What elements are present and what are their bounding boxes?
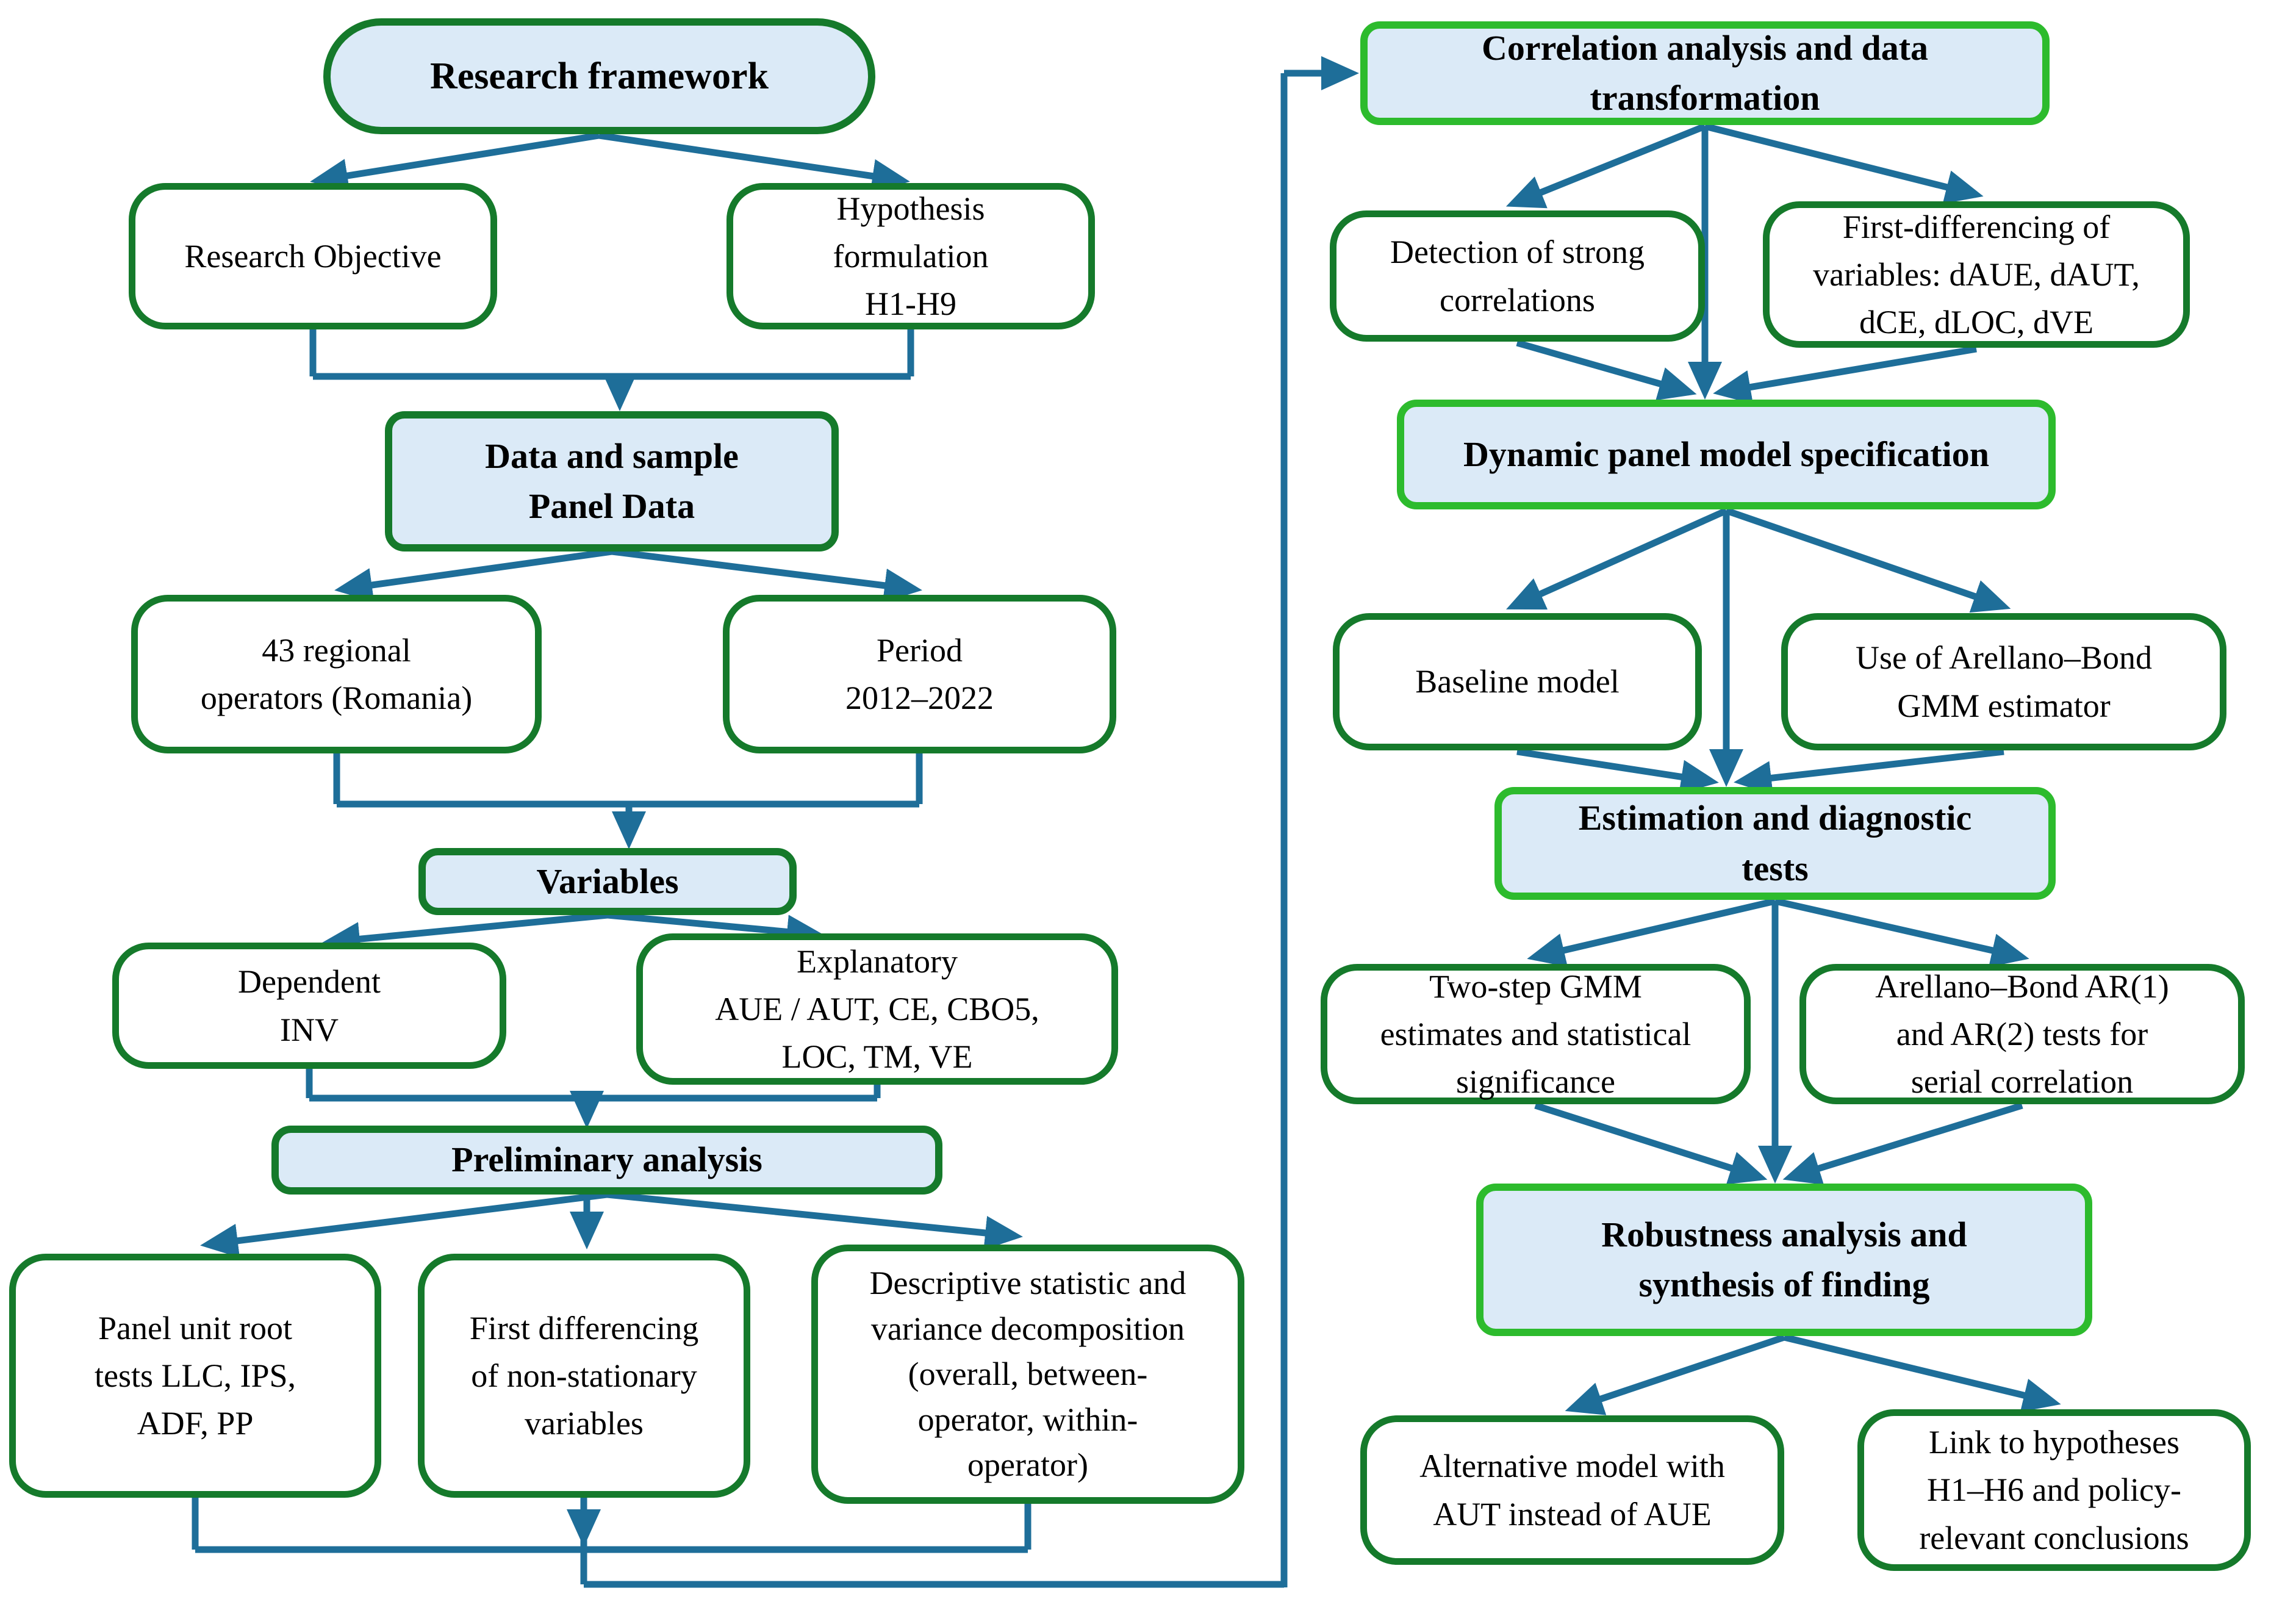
node-panel-unit-root: Panel unit root tests LLC, IPS, ADF, PP — [9, 1254, 381, 1498]
connector-line — [1534, 1102, 1768, 1185]
connector-line — [322, 911, 608, 957]
node-baseline-model-label: Baseline model — [1415, 663, 1620, 700]
node-regional-operators: 43 regional operators (Romania) — [131, 595, 542, 753]
node-preliminary-analysis-label: Preliminary analysis — [451, 1140, 762, 1180]
node-estimation-diagnostic-tests-label: Estimation and diagnostic tests — [1578, 798, 1972, 888]
connector-line — [334, 548, 612, 602]
node-first-differencing-variables-label: First-differencing of variables: dAUE, d… — [1813, 208, 2140, 341]
node-dynamic-panel-specification-label: Dynamic panel model specification — [1463, 434, 1989, 474]
node-first-differencing-variables: First-differencing of variables: dAUE, d… — [1763, 201, 2190, 348]
connector-line — [1516, 339, 1697, 401]
node-variables-label: Variables — [536, 861, 679, 901]
node-explanatory-label: Explanatory AUE / AUT, CE, CBO5, LOC, TM… — [715, 943, 1039, 1076]
node-ar-tests: Arellano–Bond AR(1) and AR(2) tests for … — [1799, 964, 2245, 1104]
node-estimation-diagnostic-tests: Estimation and diagnostic tests — [1494, 787, 2056, 900]
node-research-objective-label: Research Objective — [184, 237, 442, 275]
connector-line — [1783, 1334, 2061, 1412]
connector-line — [611, 548, 922, 603]
connector-line — [607, 911, 825, 949]
node-detection-correlations: Detection of strong correlations — [1330, 210, 1705, 342]
connector-line — [1565, 1334, 1785, 1415]
node-preliminary-analysis: Preliminary analysis — [271, 1126, 942, 1195]
connector-line — [1516, 748, 1719, 794]
connector-line — [606, 1191, 1023, 1250]
connector-line — [310, 132, 600, 193]
node-robustness-analysis: Robustness analysis and synthesis of fin… — [1476, 1184, 2092, 1336]
node-hypothesis-formulation: Hypothesis formulation H1-H9 — [726, 183, 1095, 329]
node-arellano-bond-gmm-label: Use of Arellano–Bond GMM estimator — [1856, 639, 2152, 724]
node-detection-correlations-label: Detection of strong correlations — [1390, 234, 1645, 318]
node-dependent-label: Dependent INV — [238, 963, 381, 1048]
node-research-objective: Research Objective — [129, 183, 497, 329]
node-correlation-analysis: Correlation analysis and data transforma… — [1360, 21, 2050, 125]
node-link-hypotheses: Link to hypotheses H1–H6 and policy- rel… — [1857, 1409, 2251, 1571]
node-descriptive-statistic-label: Descriptive statistic and variance decom… — [869, 1265, 1186, 1484]
node-dependent: Dependent INV — [112, 943, 506, 1069]
node-two-step-gmm-label: Two-step GMM estimates and statistical s… — [1380, 968, 1692, 1101]
connector-line — [200, 1191, 608, 1258]
connector-line — [598, 132, 910, 193]
connector-line — [1713, 345, 1977, 404]
connector-line — [1734, 748, 2004, 796]
node-variables: Variables — [418, 848, 797, 915]
node-hypothesis-formulation-label: Hypothesis formulation H1-H9 — [833, 190, 989, 323]
node-panel-unit-root-label: Panel unit root tests LLC, IPS, ADF, PP — [94, 1309, 296, 1442]
node-arellano-bond-gmm: Use of Arellano–Bond GMM estimator — [1781, 613, 2226, 750]
node-first-differencing-label: First differencing of non-stationary var… — [469, 1309, 699, 1442]
node-regional-operators-label: 43 regional operators (Romania) — [200, 631, 473, 716]
node-link-hypotheses-label: Link to hypotheses H1–H6 and policy- rel… — [1919, 1424, 2189, 1556]
node-research-framework: Research framework — [323, 18, 875, 134]
node-research-framework-label: Research framework — [430, 55, 769, 97]
node-data-and-sample-label: Data and sample Panel Data — [485, 436, 739, 526]
node-alternative-model: Alternative model with AUT instead of AU… — [1360, 1415, 1784, 1565]
connector-line — [1782, 1102, 2023, 1185]
node-baseline-model: Baseline model — [1333, 613, 1702, 750]
node-ar-tests-label: Arellano–Bond AR(1) and AR(2) tests for … — [1875, 968, 2169, 1101]
connector-line — [1506, 507, 1728, 610]
connector-line — [1774, 897, 2029, 968]
node-period-label: Period 2012–2022 — [845, 631, 994, 716]
node-data-and-sample: Data and sample Panel Data — [385, 411, 839, 552]
node-period: Period 2012–2022 — [723, 595, 1116, 753]
node-robustness-analysis-label: Robustness analysis and synthesis of fin… — [1601, 1214, 1967, 1304]
connector-line — [1725, 507, 2011, 613]
connector-line — [1704, 123, 1984, 204]
node-two-step-gmm: Two-step GMM estimates and statistical s… — [1321, 964, 1751, 1104]
node-descriptive-statistic: Descriptive statistic and variance decom… — [811, 1245, 1244, 1504]
node-explanatory: Explanatory AUE / AUT, CE, CBO5, LOC, TM… — [636, 933, 1118, 1085]
node-alternative-model-label: Alternative model with AUT instead of AU… — [1419, 1448, 1725, 1533]
node-dynamic-panel-specification: Dynamic panel model specification — [1397, 400, 2056, 509]
connector-line — [1505, 123, 1707, 209]
node-correlation-analysis-label: Correlation analysis and data transforma… — [1481, 27, 1929, 118]
node-first-differencing: First differencing of non-stationary var… — [418, 1254, 750, 1498]
connector-line — [1527, 897, 1776, 967]
